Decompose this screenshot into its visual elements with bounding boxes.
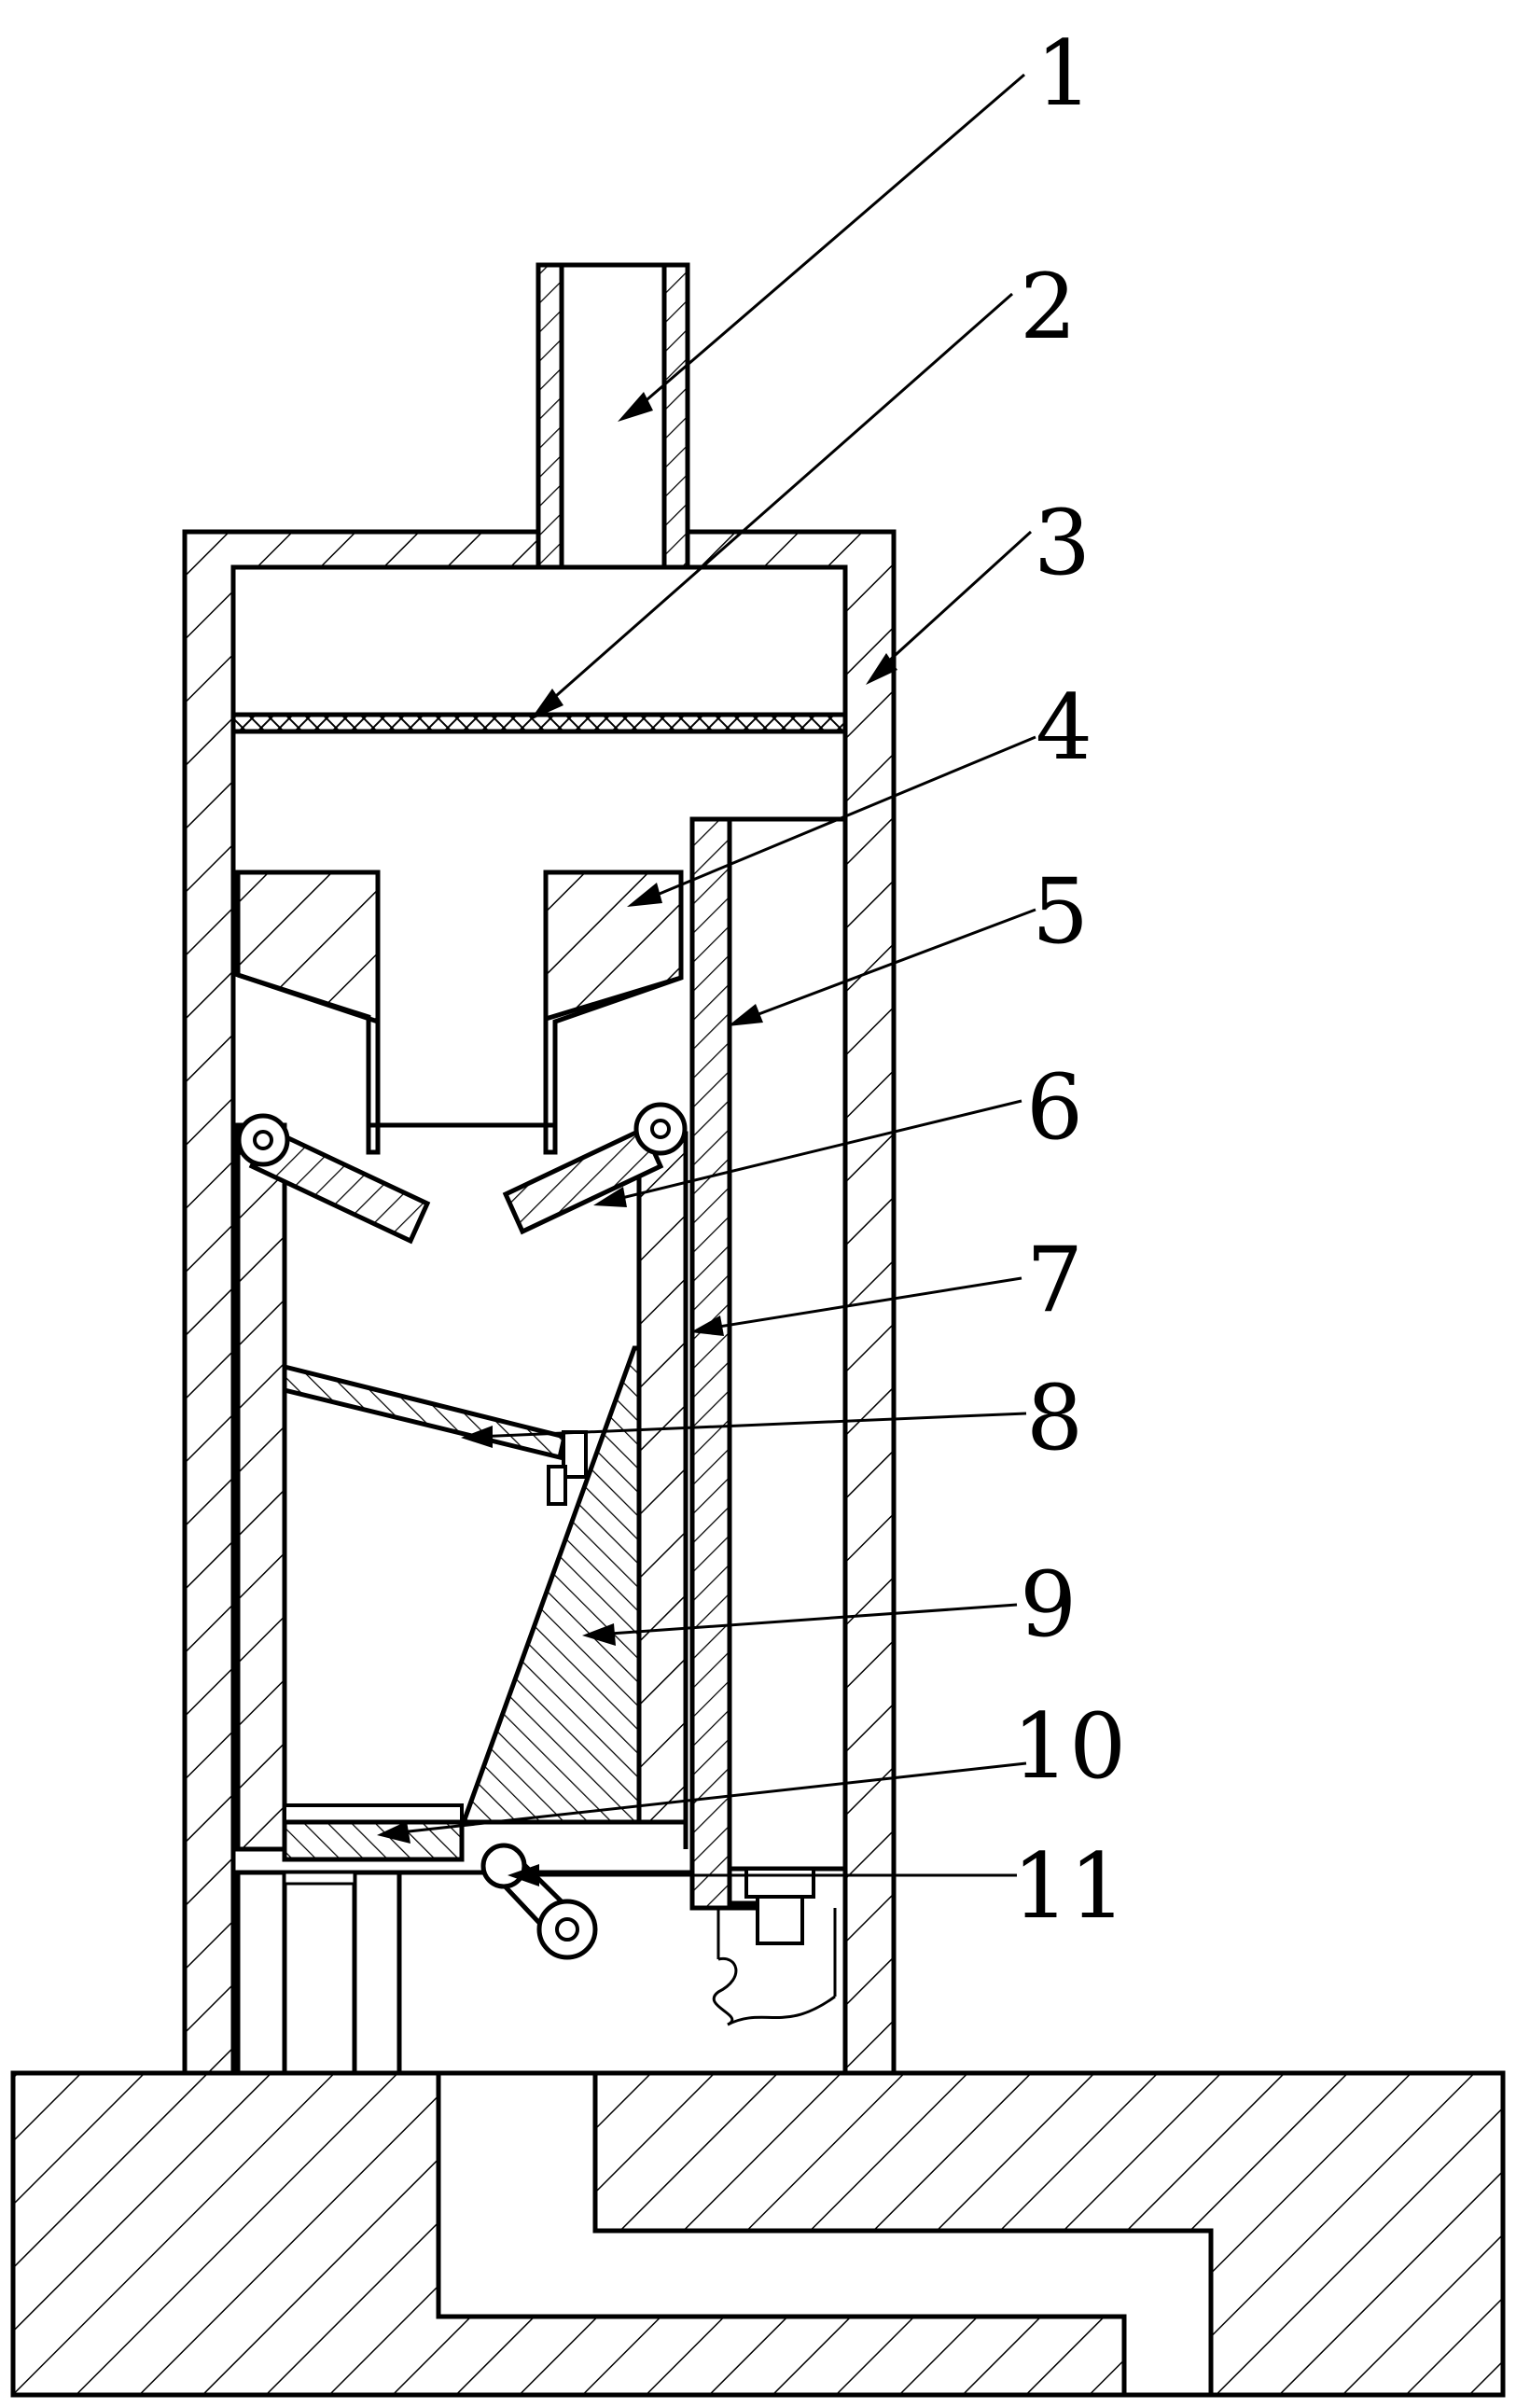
cam-handle (480, 1843, 598, 1960)
label-6: 6 (1026, 1055, 1083, 1160)
label-11: 11 (1012, 1834, 1126, 1939)
label-8: 8 (1026, 1366, 1083, 1470)
base-block (10, 2070, 1506, 2398)
leader-lines (377, 73, 1036, 1886)
drive-shaft (712, 1867, 837, 2026)
label-4: 4 (1036, 675, 1092, 780)
label-5: 5 (1032, 859, 1089, 964)
inlet-pipe (535, 262, 690, 570)
label-9: 9 (1020, 1552, 1077, 1657)
flap-plates (236, 1102, 688, 1245)
wedge-block (460, 1345, 642, 1825)
support-legs (235, 1870, 402, 2076)
inner-chamber (235, 1122, 690, 1875)
label-2: 2 (1020, 255, 1077, 359)
label-7: 7 (1026, 1228, 1083, 1332)
crushing-blocks (235, 870, 684, 1155)
label-10: 10 (1012, 1694, 1126, 1799)
discharge-gate (282, 1803, 465, 1862)
side-chamber (727, 816, 848, 1872)
label-3: 3 (1034, 491, 1091, 595)
filter-screen (230, 712, 848, 734)
label-1: 1 (1036, 21, 1092, 126)
